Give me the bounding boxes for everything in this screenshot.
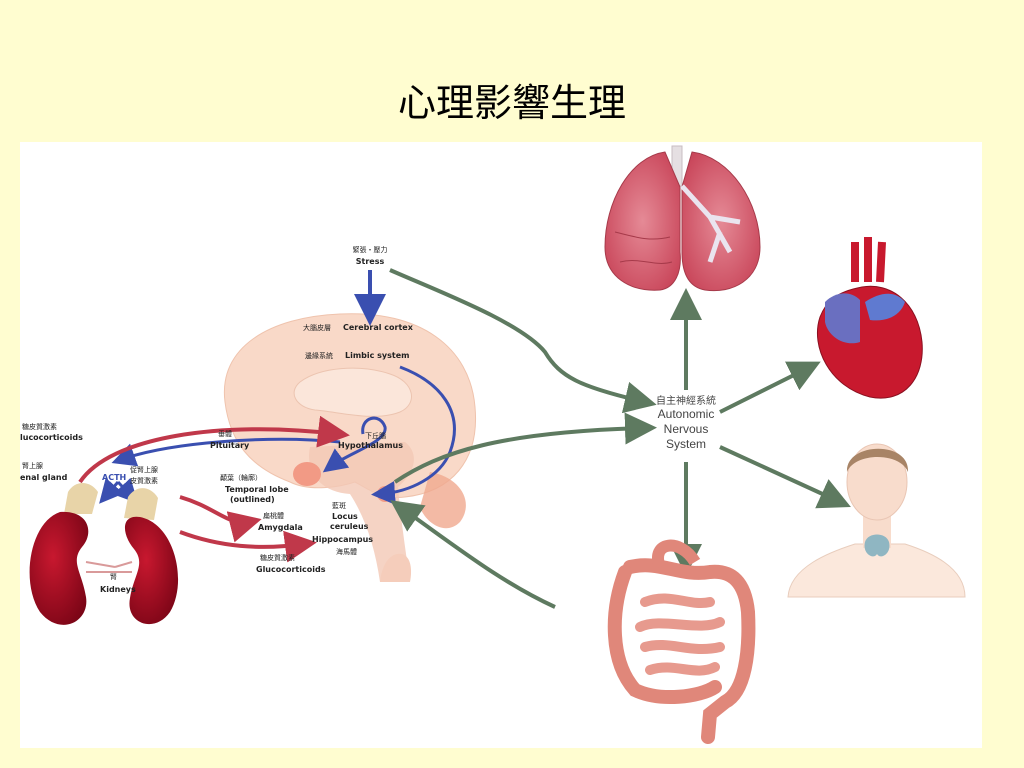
adrenal-label-en: enal gland: [20, 473, 68, 482]
slide-title: 心理影響生理: [397, 81, 626, 125]
amygdala-label-en: Amygdala: [258, 523, 303, 532]
hypothalamus-loop-arrow: [322, 416, 387, 473]
heart-illustration: [816, 237, 923, 399]
large-intestine: [623, 558, 756, 744]
acth-label: ACTH: [102, 473, 126, 482]
locus-label-en-2: ceruleus: [330, 522, 369, 531]
pituitary-label-en: Pituitary: [210, 441, 250, 450]
left-lung: [604, 151, 681, 291]
stress-label-en: Stress: [356, 257, 385, 266]
gluco-bottom-label-zh: 糖皮質激素: [260, 553, 295, 562]
cortex-label-zh: 大腦皮層: [303, 323, 331, 332]
left-adrenal-gland: [64, 483, 98, 514]
ans-label-en-3: System: [666, 437, 706, 451]
pituitary-to-acth-arrow: [111, 437, 341, 467]
limbic-label-en: Limbic system: [345, 351, 410, 360]
locus-label-en-1: Locus: [332, 512, 358, 521]
kidneys-label-zh: 腎: [110, 572, 117, 581]
pituitary-label-zh: 垂體: [218, 429, 232, 438]
temporal-label-en-2: (outlined): [230, 495, 275, 504]
ans-to-thyroid-arrow: [719, 445, 851, 509]
right-adrenal-gland: [124, 488, 158, 520]
acth-right-arrow: [112, 477, 139, 504]
lungs-illustration: [604, 145, 761, 292]
amygdala-label-zh: 扁桃體: [263, 511, 284, 520]
kidneys-label-en: Kidneys: [100, 585, 136, 594]
glucocorticoids-to-amygdala-arrow: [179, 495, 262, 543]
stress-to-ans-arrow: [389, 268, 657, 414]
cortex-label-en: Cerebral cortex: [343, 323, 414, 332]
glucocorticoids-to-hippocampus-arrow: [179, 530, 317, 563]
locus-label-zh: 藍斑: [332, 501, 346, 510]
right-kidney: [124, 516, 179, 625]
acth-label-zh-2: 皮質激素: [130, 476, 158, 485]
gluco-left-label-en: lucocorticoids: [20, 433, 83, 442]
gluco-left-label-zh: 糖皮質激素: [22, 422, 57, 431]
human-thyroid-illustration: [787, 443, 966, 598]
diagram-labels: 緊張・壓力 Stress 大腦皮層 Cerebral cortex 邊緣系統 L…: [20, 245, 716, 594]
thyroid-gland: [864, 534, 890, 557]
ans-pathways: [389, 268, 851, 609]
hypothalamus-label-en: Hypothalamus: [338, 441, 403, 450]
acth-left-arrow: [99, 477, 124, 504]
small-intestine: [635, 593, 725, 676]
red-pathways: [78, 415, 350, 563]
stress-label-zh: 緊張・壓力: [353, 245, 388, 254]
gut-feedback-arrow: [390, 500, 556, 609]
temporal-label-zh: 顳葉（輪廓）: [220, 473, 262, 482]
ans-label-en-1: Autonomic: [658, 407, 715, 421]
acth-label-zh-1: 促腎上腺: [130, 465, 158, 474]
diagram-panel: 緊張・壓力 Stress 大腦皮層 Cerebral cortex 邊緣系統 L…: [20, 142, 982, 748]
blue-pathways: [99, 270, 456, 505]
kidneys-illustration: [29, 483, 179, 625]
hypothalamus-label-zh: 下丘腦: [365, 431, 386, 440]
limbic-label-zh: 邊緣系統: [305, 351, 333, 360]
gluco-bottom-label-en: Glucocorticoids: [256, 565, 326, 574]
intestines-illustration: [607, 539, 756, 744]
left-kidney: [29, 511, 89, 625]
ans-to-heart-arrow: [719, 361, 821, 414]
hippocampus-label-en: Hippocampus: [312, 535, 373, 544]
ans-label-zh: 自主神經系統: [656, 394, 716, 407]
locus-to-ans-arrow: [393, 412, 657, 484]
stress-physiology-diagram: 緊張・壓力 Stress 大腦皮層 Cerebral cortex 邊緣系統 L…: [20, 145, 966, 744]
glucocorticoids-to-hypothalamus-arrow: [78, 415, 350, 484]
limbic-to-hippocampus-arrow: [371, 365, 456, 505]
temporal-label-en-1: Temporal lobe: [225, 485, 289, 494]
ans-label-en-2: Nervous: [664, 422, 709, 436]
adrenal-label-zh: 腎上腺: [22, 461, 43, 470]
hippocampus-label-zh: 海馬體: [336, 547, 357, 556]
